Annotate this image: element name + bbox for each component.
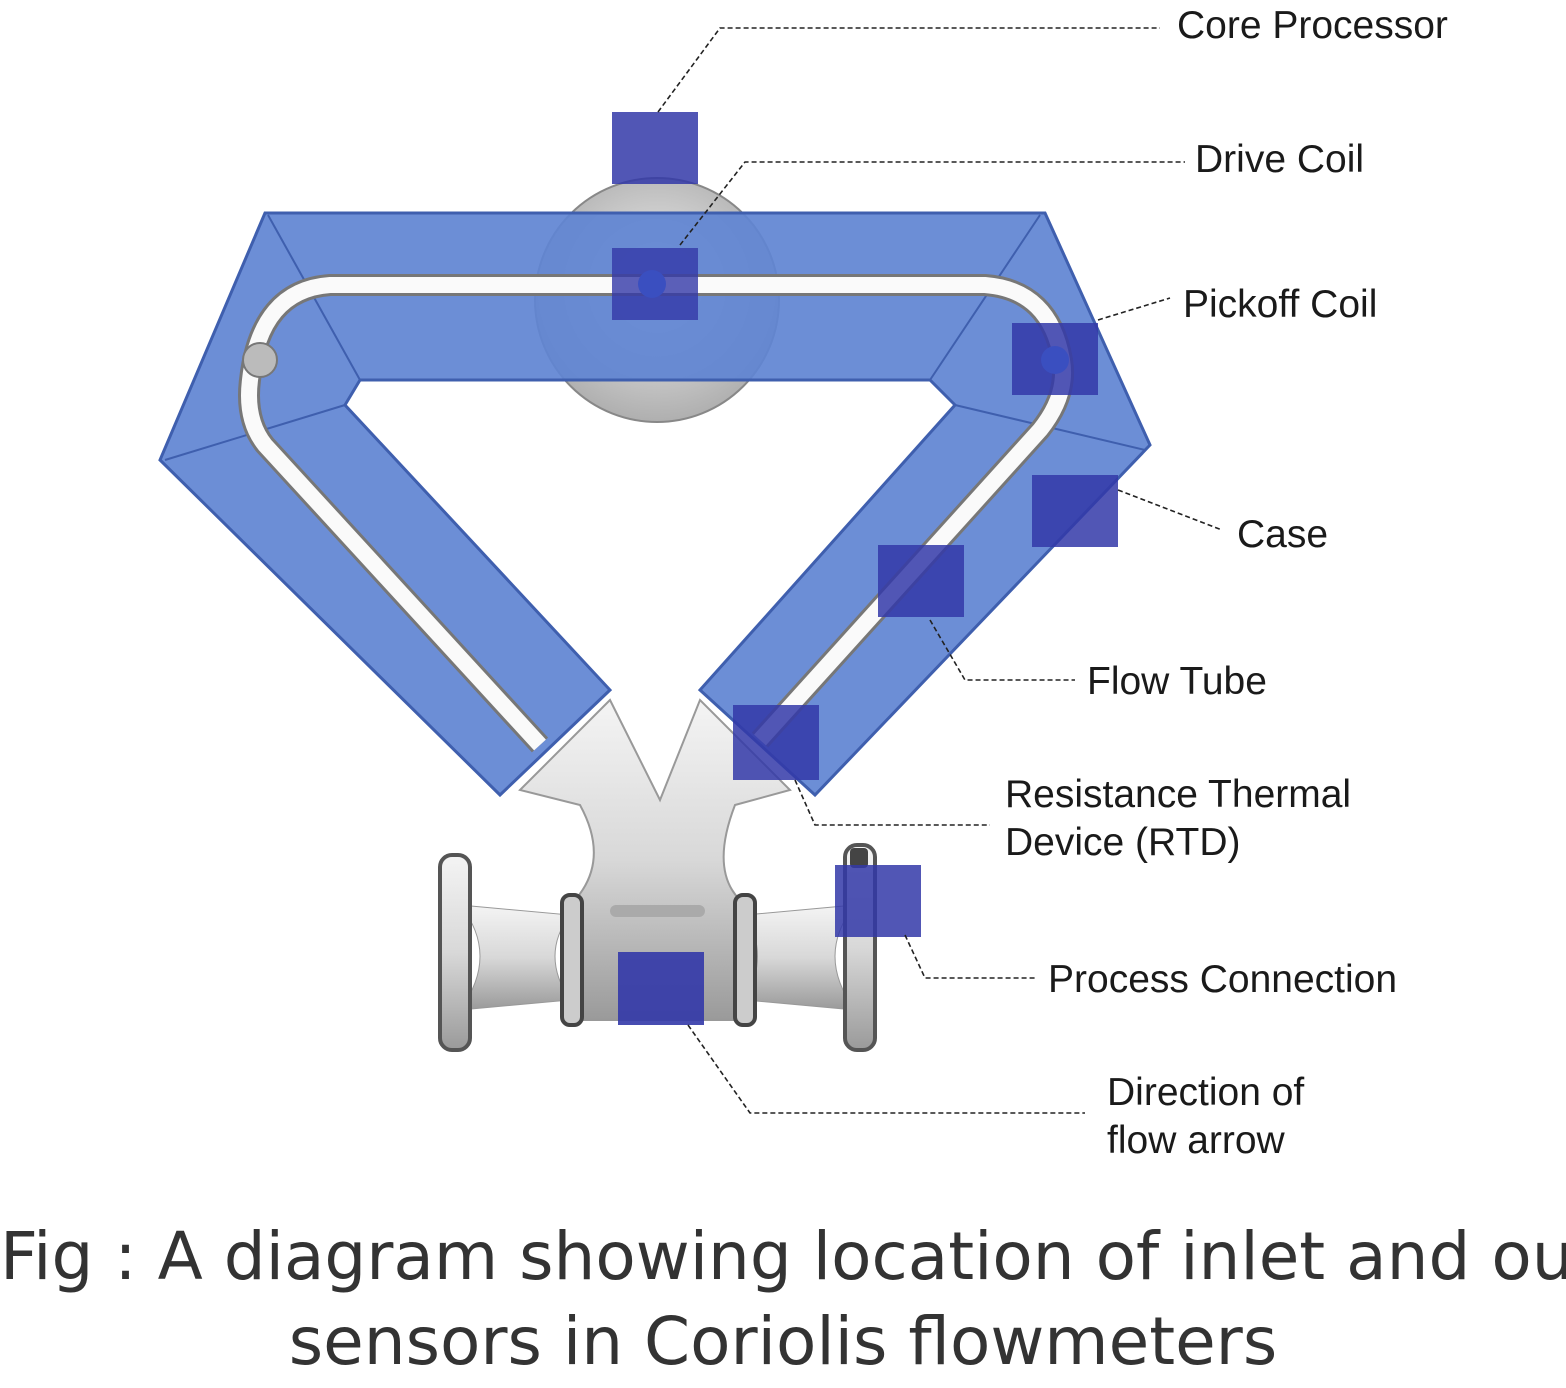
label-flow-tube: Flow Tube	[1087, 660, 1267, 703]
leader-lines	[657, 27, 1223, 1114]
process-connection-right	[733, 843, 877, 1052]
label-rtd-line2: Device (RTD)	[1005, 821, 1241, 864]
caption-line2: sensors in Coriolis flowmeters	[288, 1303, 1278, 1380]
label-pickoff-coil: Pickoff Coil	[1183, 283, 1378, 326]
label-flow-arrow-line2: flow arrow	[1107, 1119, 1285, 1162]
label-core-processor: Core Processor	[1177, 4, 1448, 47]
caption-line1: Fig : A diagram showing location of inle…	[0, 1218, 1566, 1295]
rtd-marker	[733, 705, 819, 780]
label-case: Case	[1237, 513, 1329, 556]
case-marker	[1032, 475, 1118, 547]
process-connection-left	[438, 853, 584, 1052]
label-drive-coil: Drive Coil	[1195, 138, 1365, 181]
label-rtd-line1: Resistance Thermal	[1005, 773, 1352, 816]
label-flow-arrow-line1: Direction of	[1107, 1071, 1305, 1114]
flow-tube-marker	[878, 545, 964, 617]
flow-arrow-marker	[618, 952, 704, 1025]
core-processor-marker	[612, 112, 698, 184]
process-connection-marker	[835, 865, 921, 937]
label-process-connection: Process Connection	[1048, 958, 1398, 1001]
